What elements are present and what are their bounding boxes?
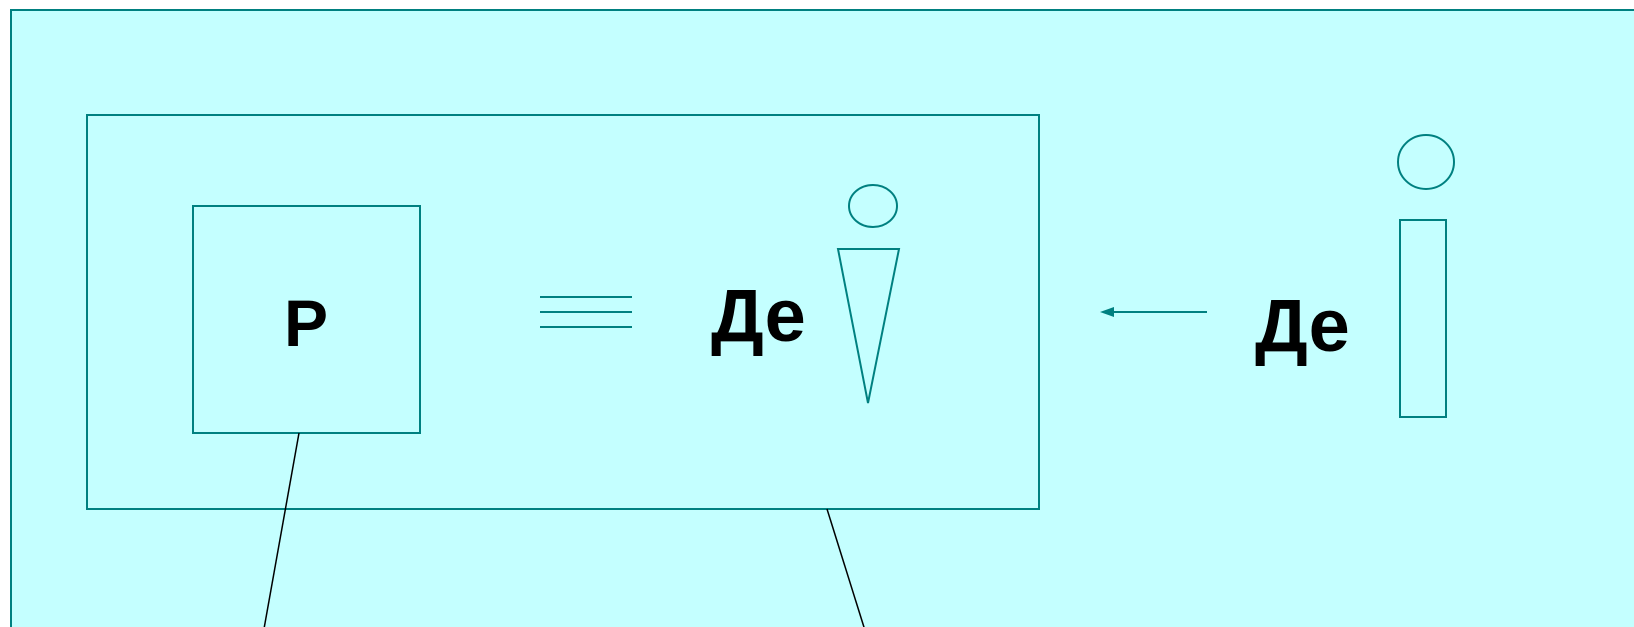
cylinder-body-icon: [1399, 219, 1447, 418]
cylinder-head-icon: [1397, 134, 1455, 190]
connector-left: [263, 432, 300, 627]
p-box-label: Р: [284, 286, 328, 360]
connector-right: [826, 508, 865, 627]
de-inner-label: Де: [711, 274, 806, 357]
p-box: [192, 205, 421, 434]
inner-container: [86, 114, 1040, 510]
de-outer-label: Де: [1255, 284, 1350, 367]
outer-frame: [10, 9, 1634, 627]
cone-body-icon: [836, 248, 901, 404]
cone-head-icon: [848, 184, 898, 228]
identity-symbol: [540, 296, 632, 328]
arrow-head-icon: [1100, 307, 1114, 317]
